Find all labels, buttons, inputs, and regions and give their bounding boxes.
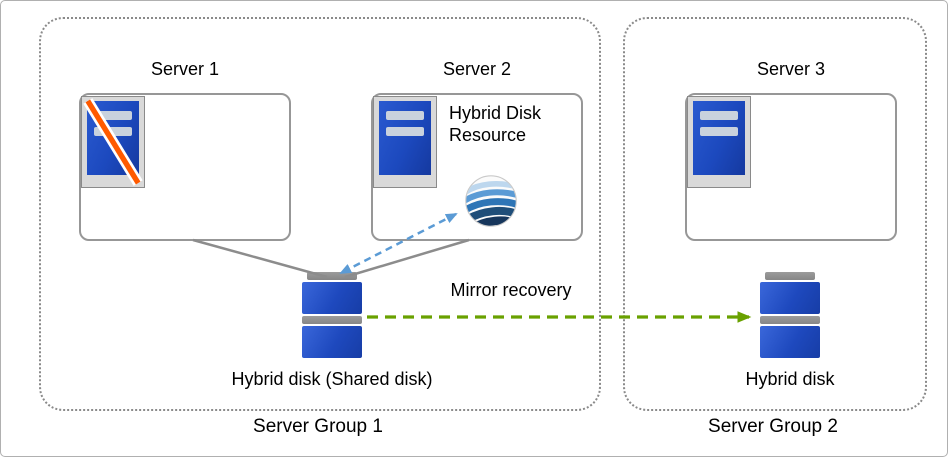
failure-slash-icon [83,98,143,186]
mirror-recovery-label: Mirror recovery [450,280,572,300]
server-3-label: Server 3 [756,59,826,79]
shared-disk-label: Hybrid disk (Shared disk) [231,369,433,389]
server-slot [700,111,738,120]
server-group-2-box [623,17,927,411]
failed-server-icon [81,96,145,188]
server-group-2-label: Server Group 2 [708,416,838,437]
disk-cap [760,316,820,324]
disk-cap [302,316,362,324]
hybrid-disk-label: Hybrid disk [745,369,835,389]
disk-platter [302,326,362,358]
server-slot [94,111,132,120]
wave-sphere-icon [465,175,517,227]
server-slot [700,127,738,136]
server-2-label: Server 2 [442,59,512,79]
disk-platter [760,326,820,358]
server-group-1-box [39,17,601,411]
disk-platter [302,282,362,314]
disk-platter [760,282,820,314]
hybrid-disk-icon [760,272,820,358]
shared-disk-icon [302,272,362,358]
disk-cap [307,272,357,280]
server-slot [94,127,132,136]
server-1-label: Server 1 [150,59,220,79]
server-icon [373,96,437,188]
server-slot [386,111,424,120]
server-chassis [693,101,745,175]
server-icon [687,96,751,188]
server-slot [386,127,424,136]
server-group-1-label: Server Group 1 [253,416,383,437]
disk-cap [765,272,815,280]
hybrid-disk-resource-label: Hybrid Disk Resource [449,103,542,145]
server-chassis [379,101,431,175]
